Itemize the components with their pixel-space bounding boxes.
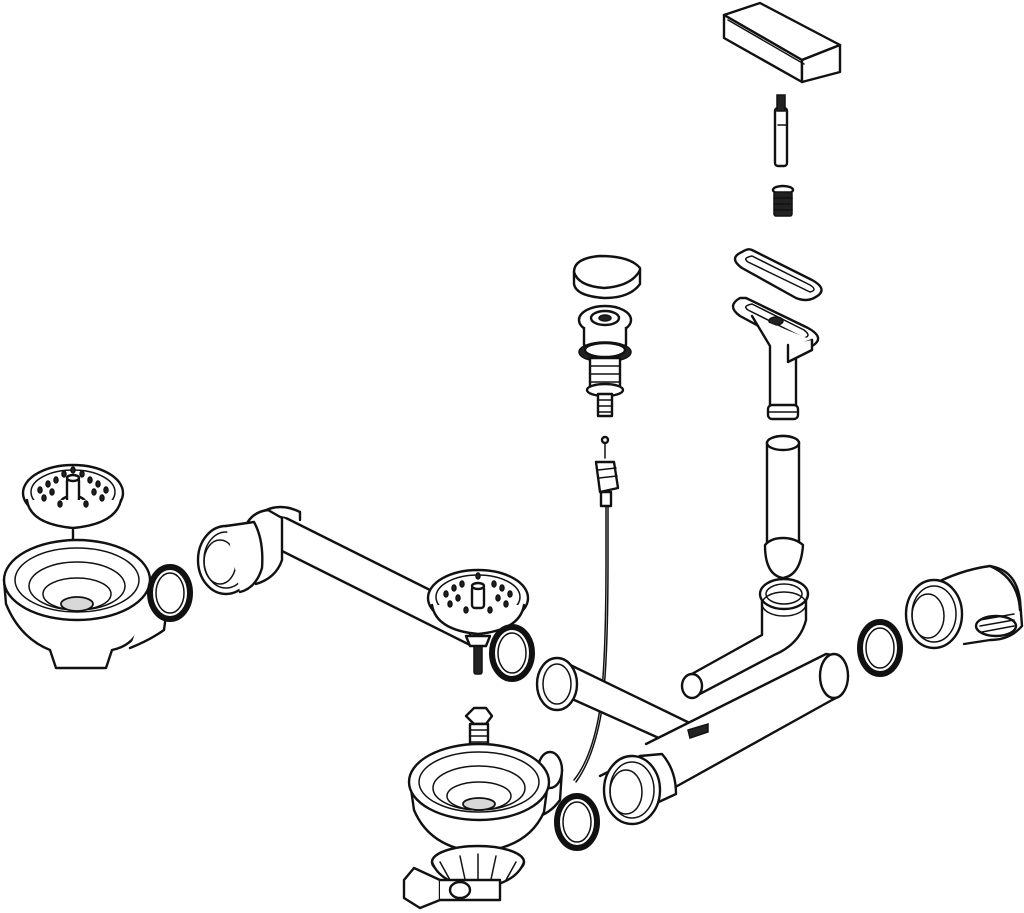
o-ring [147,564,193,622]
bowden-cable [573,435,620,783]
strainer-body-left [2,538,176,670]
overflow-elbow [680,577,810,700]
overflow-cover [722,1,842,84]
popup-button-cap [572,254,642,300]
overflow-body [731,296,820,421]
connecting-pipe [196,505,472,647]
trap-elbow [904,564,1024,650]
o-ring [489,624,535,682]
overflow-tube [763,434,805,580]
strainer-basket-right [426,568,530,675]
threaded-bushing [771,184,795,217]
strainer-basket-left [21,463,125,567]
spindle-rod [773,94,789,168]
o-ring [554,793,600,851]
overflow-gasket [733,248,823,302]
tee-pipe [535,652,850,826]
hex-bolt [464,706,494,750]
strainer-body-right [402,742,564,910]
popup-button-housing [577,304,633,418]
o-ring [857,619,903,677]
